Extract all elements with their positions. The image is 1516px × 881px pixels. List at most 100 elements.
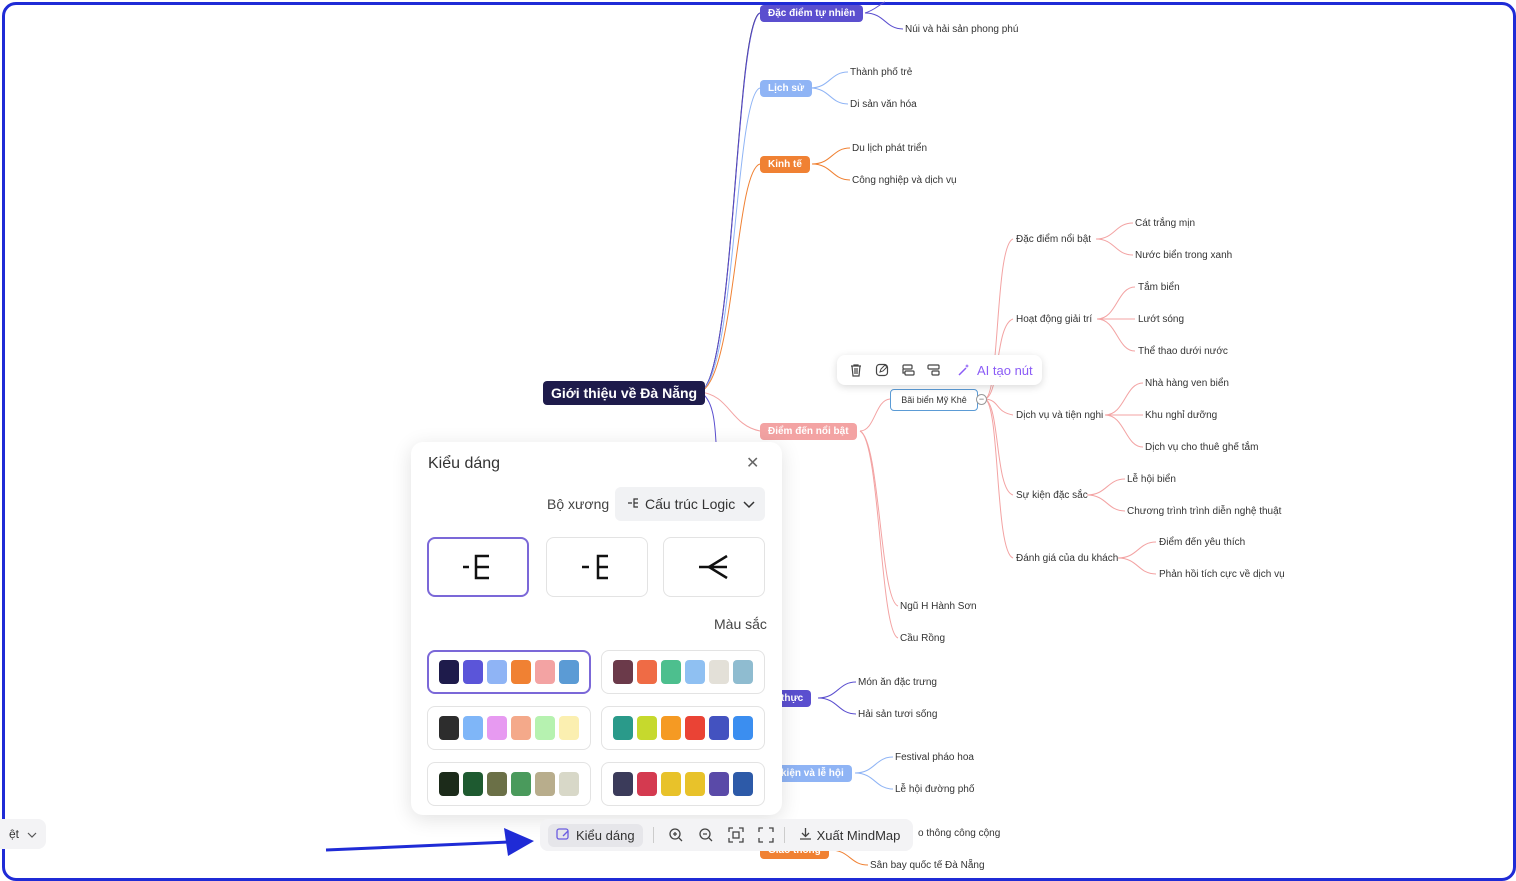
annotation-arrow bbox=[325, 828, 534, 856]
group-node[interactable]: Sự kiện đặc sắc bbox=[1016, 490, 1088, 501]
leaf-node[interactable]: Nước biển trong xanh bbox=[1135, 250, 1233, 261]
layout-tree-right[interactable] bbox=[663, 537, 765, 597]
palette-option-3[interactable] bbox=[427, 706, 591, 750]
branch-am-thuc[interactable]: thực bbox=[773, 690, 812, 707]
palette-option-2[interactable] bbox=[601, 650, 765, 694]
skeleton-select[interactable]: Cấu trúc Logic bbox=[615, 487, 765, 521]
leaf-node[interactable]: Sân bay quốc tế Đà Nẵng bbox=[870, 860, 985, 871]
palette-option-5[interactable] bbox=[427, 762, 591, 806]
magic-wand-icon[interactable] bbox=[953, 359, 975, 381]
fullscreen-icon[interactable] bbox=[757, 827, 774, 843]
trash-icon[interactable] bbox=[845, 359, 867, 381]
group-node[interactable]: Dịch vụ và tiện nghi bbox=[1016, 410, 1104, 421]
logic-structure-icon bbox=[627, 496, 639, 512]
palette-option-1[interactable] bbox=[427, 650, 591, 694]
leaf-node[interactable]: Hải sản tươi sống bbox=[858, 709, 938, 720]
leaf-node[interactable]: Món ăn đặc trưng bbox=[858, 677, 937, 688]
color-swatch bbox=[637, 772, 657, 796]
color-swatch bbox=[511, 660, 531, 684]
leaf-node[interactable]: Núi và hải sản phong phú bbox=[905, 24, 1019, 35]
color-swatch bbox=[685, 660, 705, 684]
leaf-node[interactable]: Thành phố trẻ bbox=[850, 67, 913, 78]
color-swatch bbox=[637, 660, 657, 684]
leaf-node[interactable]: o thông công cộng bbox=[918, 828, 1001, 839]
leaf-node[interactable]: Phản hồi tích cực về dịch vụ bbox=[1159, 569, 1285, 580]
divider bbox=[652, 827, 654, 843]
leaf-node[interactable]: Dịch vụ cho thuê ghế tắm bbox=[1145, 442, 1259, 453]
leaf-node[interactable]: Thể thao dưới nước bbox=[1138, 346, 1228, 357]
color-swatch bbox=[709, 660, 729, 684]
color-swatch bbox=[637, 716, 657, 740]
leaf-node[interactable]: Ngũ H Hành Sơn bbox=[900, 601, 977, 612]
branch-kinh-te[interactable]: Kinh tế bbox=[760, 156, 810, 173]
zoom-out-icon[interactable] bbox=[698, 827, 714, 843]
color-swatch bbox=[535, 660, 555, 684]
group-node[interactable]: Hoạt động giải trí bbox=[1016, 314, 1093, 325]
ai-create-node-button[interactable]: AI tạo nút bbox=[977, 362, 1033, 378]
collapse-toggle[interactable]: − bbox=[976, 394, 987, 405]
color-swatch bbox=[613, 716, 633, 740]
branch-diem-den-noi-bat[interactable]: Điểm đến nổi bật bbox=[760, 423, 857, 440]
leaf-node[interactable]: Điểm đến yêu thích bbox=[1159, 537, 1246, 548]
leaf-node[interactable]: Chương trình trình diễn nghệ thuật bbox=[1127, 506, 1282, 517]
panel-title: Kiểu dáng bbox=[428, 455, 501, 472]
palette-option-4[interactable] bbox=[601, 706, 765, 750]
leaf-node[interactable]: Du lịch phát triển bbox=[852, 143, 928, 154]
color-swatch bbox=[733, 772, 753, 796]
selected-node-my-khe[interactable]: Bãi biển Mỹ Khê bbox=[890, 389, 978, 411]
color-swatch bbox=[535, 772, 555, 796]
color-swatch bbox=[463, 716, 483, 740]
node-toolbar: AI tạo nút bbox=[837, 355, 1042, 385]
leaf-node[interactable]: Tắm biển bbox=[1138, 282, 1180, 293]
leaf-node[interactable]: Khu nghỉ dưỡng bbox=[1145, 410, 1218, 421]
add-child-icon[interactable] bbox=[897, 359, 919, 381]
style-button[interactable]: Kiểu dáng bbox=[548, 823, 643, 847]
leaf-node[interactable]: Lướt sóng bbox=[1138, 314, 1185, 325]
skeleton-value: Cấu trúc Logic bbox=[645, 496, 736, 512]
color-swatch bbox=[487, 660, 507, 684]
layout-logic-right-alt[interactable] bbox=[546, 537, 648, 597]
fit-view-icon[interactable] bbox=[727, 827, 744, 843]
branch-lich-su[interactable]: Lịch sử bbox=[760, 80, 813, 97]
color-swatch bbox=[613, 772, 633, 796]
style-label: Kiểu dáng bbox=[576, 827, 635, 843]
chevron-down-icon bbox=[27, 827, 37, 841]
export-mindmap-button[interactable]: Xuất MindMap bbox=[799, 827, 900, 843]
layout-logic-right-alt-icon bbox=[582, 554, 608, 580]
color-swatch bbox=[733, 716, 753, 740]
color-swatch bbox=[709, 716, 729, 740]
edit-icon[interactable] bbox=[871, 359, 893, 381]
leaf-node[interactable]: Festival pháo hoa bbox=[895, 752, 974, 763]
leaf-node[interactable]: Công nghiệp và dịch vụ bbox=[852, 175, 957, 186]
leaf-node[interactable]: Cầu Rồng bbox=[900, 633, 946, 644]
add-sibling-icon[interactable] bbox=[923, 359, 945, 381]
color-swatch bbox=[439, 660, 459, 684]
color-swatch bbox=[439, 772, 459, 796]
root-node[interactable]: Giới thiệu về Đà Nẵng bbox=[543, 381, 706, 405]
layout-logic-right[interactable] bbox=[427, 537, 529, 597]
color-swatch bbox=[511, 716, 531, 740]
style-panel: Kiểu dáng ✕ Bộ xương Cấu trúc Logic Màu … bbox=[411, 442, 782, 815]
leaf-node[interactable]: Di sản văn hóa bbox=[850, 99, 917, 110]
layout-logic-right-icon bbox=[463, 554, 489, 580]
color-swatch bbox=[559, 716, 579, 740]
close-icon[interactable]: ✕ bbox=[746, 455, 760, 472]
zoom-in-icon[interactable] bbox=[668, 827, 684, 843]
leaf-node[interactable]: Nhà hàng ven biển bbox=[1145, 378, 1229, 389]
group-node[interactable]: Đánh giá của du khách bbox=[1016, 553, 1119, 564]
group-node[interactable]: Đặc điểm nổi bật bbox=[1016, 234, 1092, 245]
leaf-node[interactable]: Cát trắng mịn bbox=[1135, 218, 1196, 229]
color-swatch bbox=[661, 772, 681, 796]
color-swatch bbox=[661, 660, 681, 684]
branch-dac-diem-tu-nhien[interactable]: Đặc điểm tự nhiên bbox=[760, 5, 864, 22]
color-swatch bbox=[463, 772, 483, 796]
branch-su-kien-le-hoi[interactable]: kiện và lễ hội bbox=[773, 765, 852, 782]
color-swatch bbox=[685, 716, 705, 740]
palette-option-6[interactable] bbox=[601, 762, 765, 806]
language-select[interactable]: ệt bbox=[0, 819, 46, 849]
leaf-node[interactable]: Lễ hội biển bbox=[1127, 474, 1176, 485]
layout-tree-right-icon bbox=[699, 554, 728, 580]
skeleton-label: Bộ xương bbox=[547, 496, 610, 512]
language-label: ệt bbox=[8, 827, 19, 841]
leaf-node[interactable]: Lễ hội đường phố bbox=[895, 784, 975, 795]
